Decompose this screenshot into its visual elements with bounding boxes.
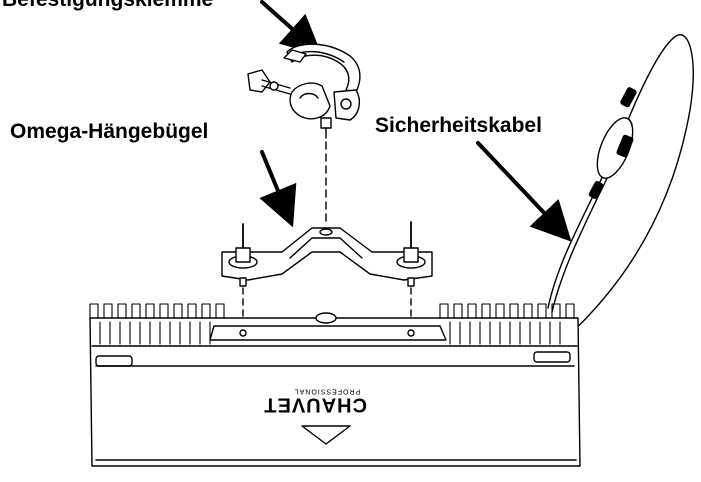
fixture-body [89, 303, 581, 467]
clamp [247, 43, 361, 139]
cooling-fins [89, 303, 575, 345]
omega-bracket [221, 221, 433, 287]
label-clamp: Befestigungsklemme [2, 0, 213, 10]
fixture-logo-subtext: PROFESSIONAL [293, 387, 361, 395]
fixture-logo-text: CHAUVET [263, 393, 367, 416]
safety-cable [547, 34, 694, 339]
label-safety-cable: Sicherheitskabel [375, 114, 542, 137]
fixture-logo: CHAUVET PROFESSIONAL [263, 386, 367, 416]
arrow-to-safety-cable [476, 141, 572, 242]
label-omega-bracket: Omega-Hängebügel [10, 120, 209, 143]
arrow-to-clamp [260, 0, 322, 56]
arrow-to-omega-bracket [259, 150, 297, 228]
